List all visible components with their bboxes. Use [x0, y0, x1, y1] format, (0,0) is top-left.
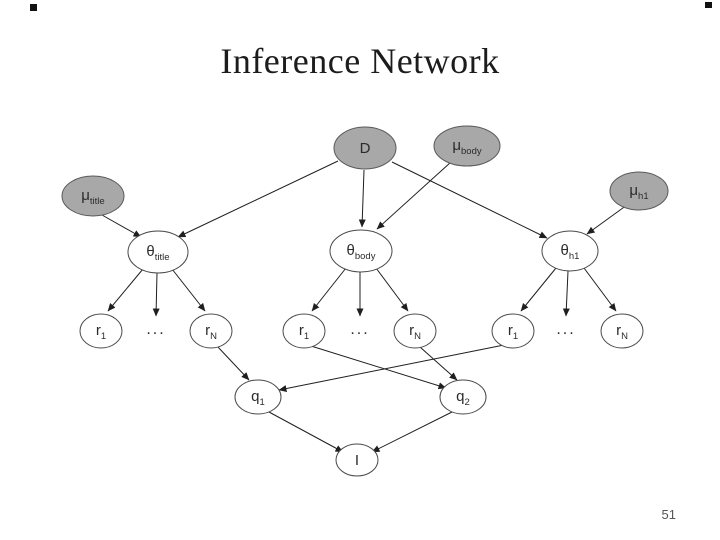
edge-theta-h1-to-rN — [583, 267, 617, 312]
node-mu-h1-shape — [609, 171, 669, 211]
node-theta-title-shape — [127, 230, 189, 274]
node-rN-title-label: rN — [205, 322, 217, 342]
node-theta-h1-label: θh1 — [561, 242, 580, 262]
node-rN-title-shape — [189, 313, 233, 349]
diagram-edges — [101, 160, 628, 453]
node-rN-h1: rN — [600, 313, 644, 349]
node-r1-h1: r1 — [491, 313, 535, 349]
node-r1-body-shape — [282, 313, 326, 349]
node-mu-title-label: μtitle — [81, 187, 104, 207]
edge-mu-body-to-theta-body — [376, 161, 452, 230]
page-title: Inference Network — [220, 41, 500, 81]
edge-d-to-theta-title — [177, 160, 339, 238]
node-mu-body-label: μbody — [452, 137, 482, 157]
edge-theta-title-to-r1 — [107, 268, 144, 312]
node-q1: q1 — [234, 379, 282, 415]
scan-artifact-top-left — [30, 4, 37, 11]
node-rN-body: rN — [393, 313, 437, 349]
edge-theta-body-to-rN — [375, 267, 409, 312]
node-q2-shape — [439, 379, 487, 415]
diagram-nodes: D μbody μtitle μh1 θtitle — [61, 125, 669, 477]
node-r1-title-shape — [79, 313, 123, 349]
node-mu-body-shape — [433, 125, 501, 167]
edge-r1-h1-to-q1 — [278, 344, 505, 392]
node-q1-label: q1 — [251, 388, 265, 408]
node-i-label: I — [355, 452, 359, 469]
node-mu-title: μtitle — [61, 175, 125, 217]
node-rN-body-shape — [393, 313, 437, 349]
edge-mu-title-to-theta-title — [101, 214, 142, 238]
edge-d-to-theta-h1 — [391, 161, 548, 239]
node-r1-h1-label: r1 — [508, 322, 518, 342]
node-theta-body: θbody — [329, 229, 393, 273]
node-theta-body-label: θbody — [347, 242, 376, 262]
edge-theta-body-to-r1 — [311, 267, 347, 312]
node-theta-body-shape — [329, 229, 393, 273]
edge-rN-title-to-q1 — [216, 345, 250, 381]
edge-q2-to-i — [371, 411, 453, 453]
node-rN-title: rN — [189, 313, 233, 349]
node-q1-shape — [234, 379, 282, 415]
node-rN-body-label: rN — [409, 322, 421, 342]
node-i: I — [335, 443, 379, 477]
node-r1-title-label: r1 — [96, 322, 106, 342]
ellipsis-body-group: ... — [350, 321, 369, 338]
node-mu-title-shape — [61, 175, 125, 217]
node-d-label: D — [360, 140, 371, 157]
node-q2-label: q2 — [456, 388, 470, 408]
page-number: 51 — [661, 507, 676, 522]
edge-mu-h1-to-theta-h1 — [586, 204, 628, 235]
node-theta-h1: θh1 — [541, 230, 599, 272]
edge-d-to-theta-body — [358, 169, 366, 228]
node-q2: q2 — [439, 379, 487, 415]
edge-q1-to-i — [268, 411, 344, 453]
node-d: D — [333, 126, 397, 170]
edge-theta-title-to-rN — [171, 268, 206, 312]
edge-theta-h1-to-dots — [562, 270, 570, 317]
edge-theta-title-to-dots — [152, 272, 160, 317]
ellipsis-title-group: ... — [146, 321, 165, 338]
node-d-shape — [333, 126, 397, 170]
ellipsis-h1-group: ... — [556, 321, 575, 338]
node-r1-h1-shape — [491, 313, 535, 349]
node-r1-body: r1 — [282, 313, 326, 349]
node-i-shape — [335, 443, 379, 477]
edge-rN-body-to-q2 — [419, 346, 458, 381]
node-rN-h1-shape — [600, 313, 644, 349]
node-r1-title: r1 — [79, 313, 123, 349]
edge-r1-body-to-q2 — [310, 345, 447, 390]
node-theta-h1-shape — [541, 230, 599, 272]
edge-theta-h1-to-r1 — [520, 267, 557, 312]
node-theta-title-label: θtitle — [146, 243, 169, 263]
node-mu-h1-label: μh1 — [629, 182, 648, 202]
scan-artifact-top-right — [705, 2, 712, 8]
node-r1-body-label: r1 — [299, 322, 309, 342]
node-mu-h1: μh1 — [609, 171, 669, 211]
node-theta-title: θtitle — [127, 230, 189, 274]
node-rN-h1-label: rN — [616, 322, 628, 342]
node-mu-body: μbody — [433, 125, 501, 167]
